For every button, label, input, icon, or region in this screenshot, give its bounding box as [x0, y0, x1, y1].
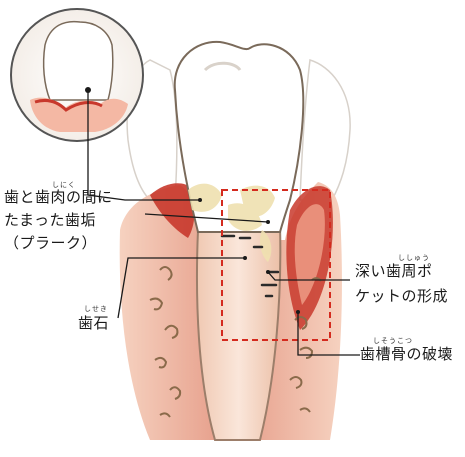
pocket-label-line1: 深い歯周ポ — [355, 264, 433, 279]
plaque-label-line1: 歯と歯肉の間に — [4, 190, 113, 205]
plaque-label-line2: たまった歯垢 — [4, 213, 96, 228]
bone-ruby: しそうこつ — [373, 338, 413, 345]
magnified-inset — [11, 9, 143, 141]
neighbor-tooth-right — [300, 60, 350, 200]
bone-label: 歯槽骨の破壊 — [360, 347, 453, 362]
pocket-label-line2: ケットの形成 — [355, 289, 448, 304]
calculus-ruby: しせき — [84, 306, 108, 313]
calculus-label: 歯石 — [78, 316, 109, 331]
plaque-label-line3: （プラーク） — [4, 236, 97, 251]
pocket-ruby: ししゅう — [398, 255, 430, 262]
